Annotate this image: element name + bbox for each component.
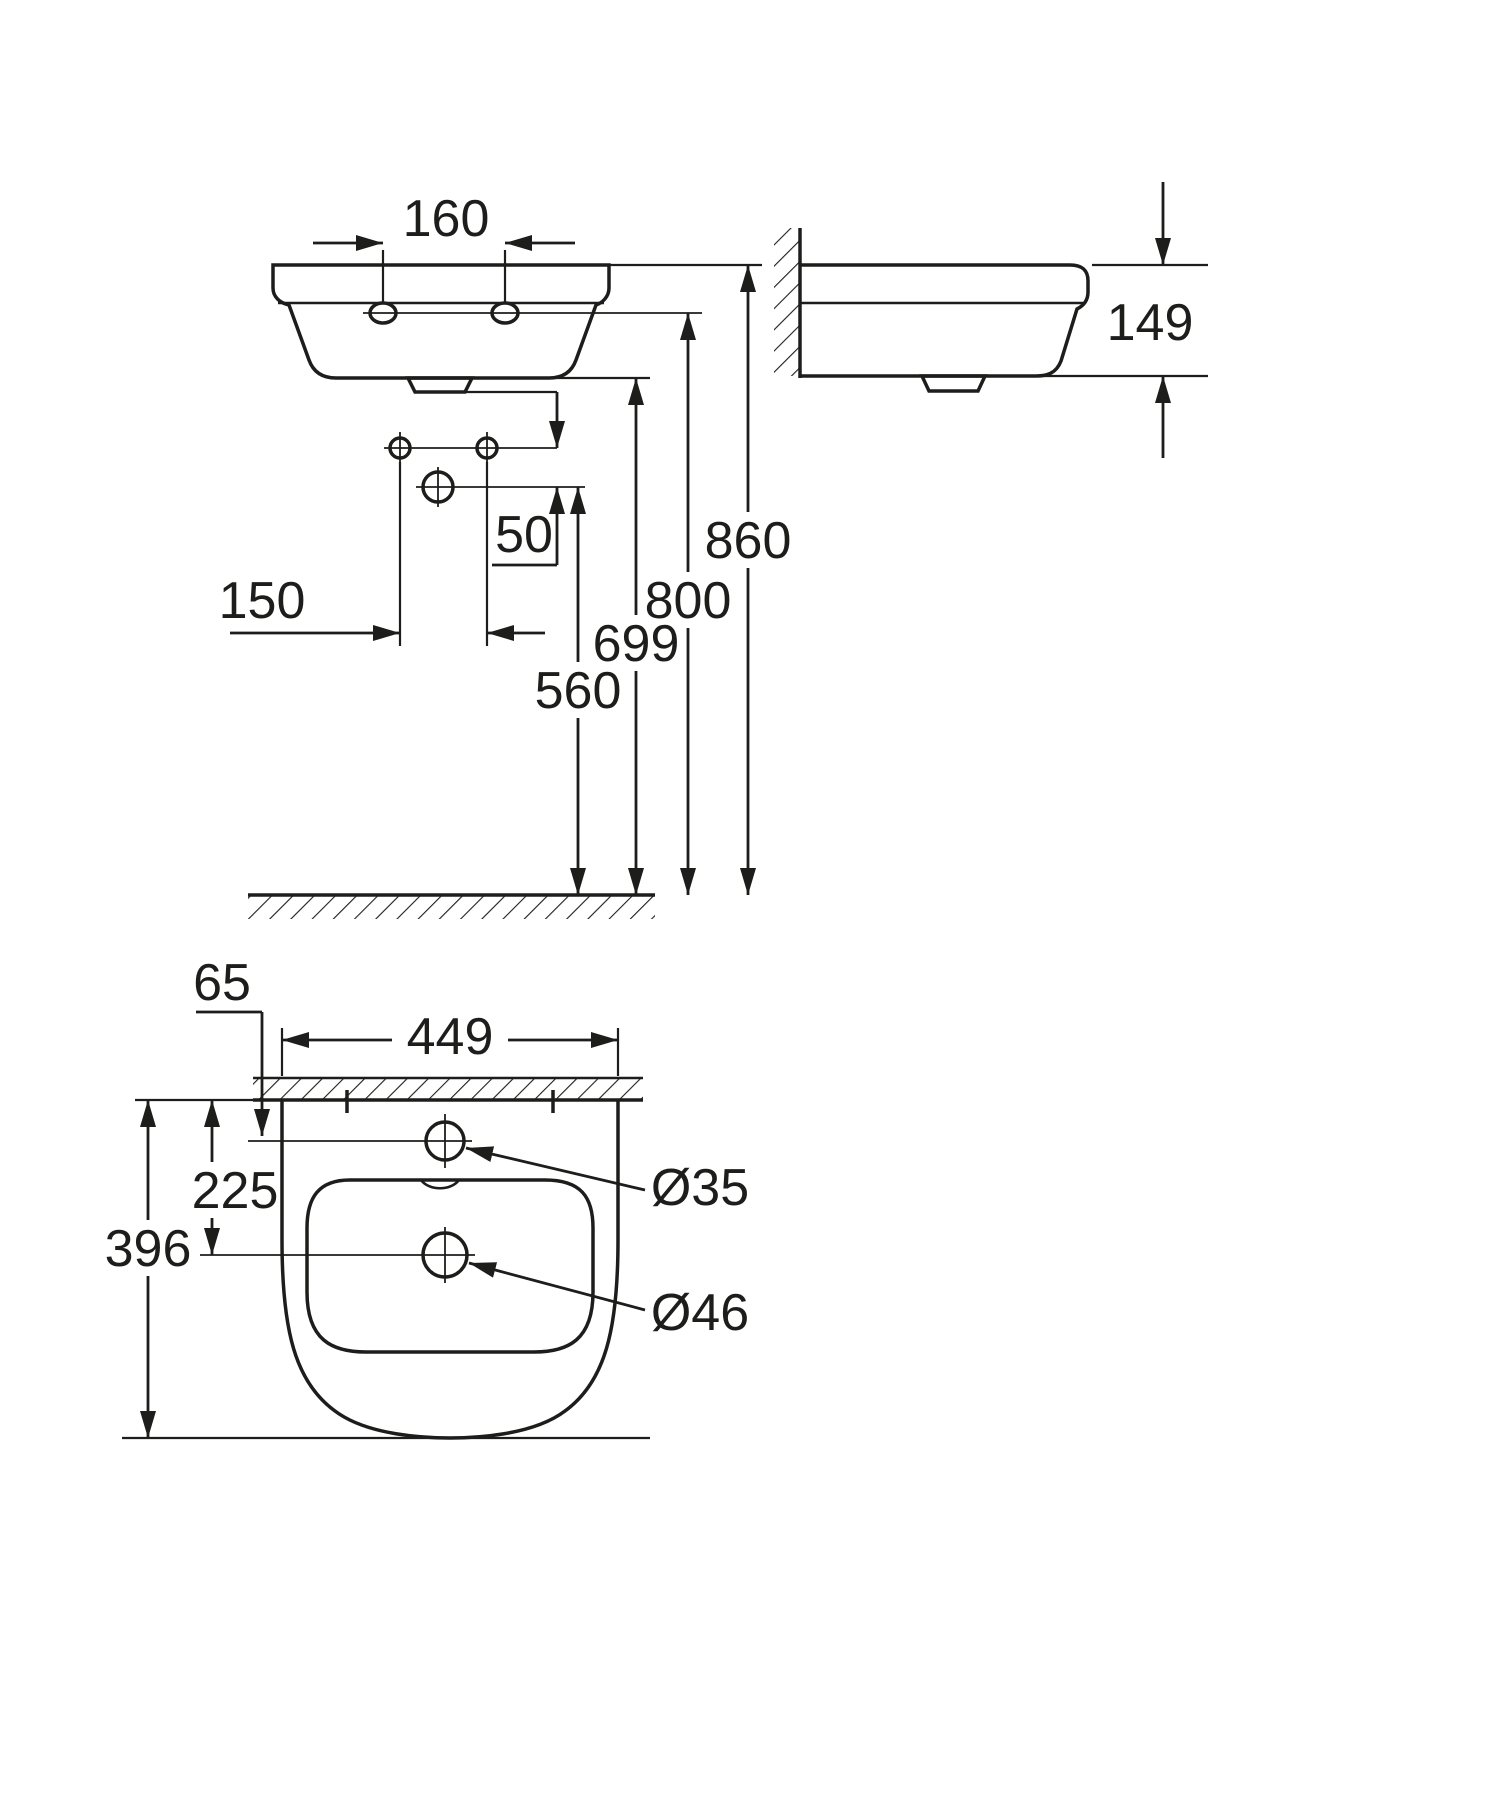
dim-drain-diameter: Ø46 [468, 1261, 749, 1342]
floor-hatch [248, 895, 655, 919]
dim-800-tap-deck-height: 800 [645, 313, 732, 895]
wall-hatch [774, 228, 800, 376]
dim-225-label: 225 [192, 1162, 279, 1220]
dim-149-label: 149 [1107, 294, 1194, 352]
bowl-inner-outline [305, 1178, 595, 1354]
drain-outlet-side [919, 374, 988, 393]
dim-tap-hole-diameter: Ø35 [465, 1146, 749, 1217]
dim-860-rim-height: 860 [609, 263, 792, 895]
leader-arrow [465, 1146, 646, 1192]
dim-149-basin-height: 149 [1040, 182, 1208, 458]
side-view [774, 228, 1090, 393]
dim-150-fixing-hole-spacing: 150 [219, 462, 545, 646]
dim-396-label: 396 [105, 1220, 192, 1278]
dim-449-label: 449 [407, 1008, 494, 1066]
plan-wall-hatch [253, 1078, 643, 1100]
plan-view [122, 1076, 650, 1440]
dim-396-overall-depth: 396 [105, 1100, 192, 1438]
dim-50-label: 50 [495, 506, 553, 564]
dim-800-label: 800 [645, 572, 732, 630]
dim-65-wall-to-tap-hole: 65 [193, 954, 270, 1136]
dim-225-wall-to-drain: 225 [192, 1100, 279, 1255]
overflow-notch [419, 1179, 461, 1190]
dim-699-underside-height: 699 [552, 376, 680, 895]
dim-699-label: 699 [593, 615, 680, 673]
dia-46-label: Ø46 [651, 1284, 749, 1342]
drain-outlet-front [405, 376, 475, 394]
basin-plan-outline [280, 1100, 620, 1440]
leader-arrow [468, 1261, 646, 1312]
front-view [248, 263, 702, 919]
dim-449-overall-width: 449 [280, 1008, 620, 1076]
dim-50-fixing-to-drain: 50 [492, 392, 565, 567]
dia-35-label: Ø35 [651, 1159, 749, 1217]
dim-560-drain-height: 560 [535, 487, 622, 895]
dim-160-label: 160 [403, 190, 490, 248]
dim-65-label: 65 [193, 954, 251, 1012]
basin-front-outline [271, 263, 611, 380]
dim-150-label: 150 [219, 572, 306, 630]
dim-560-label: 560 [535, 662, 622, 720]
dim-160-tap-hole-spacing: 160 [313, 190, 575, 302]
basin-side-outline [800, 263, 1090, 378]
dim-860-label: 860 [705, 512, 792, 570]
